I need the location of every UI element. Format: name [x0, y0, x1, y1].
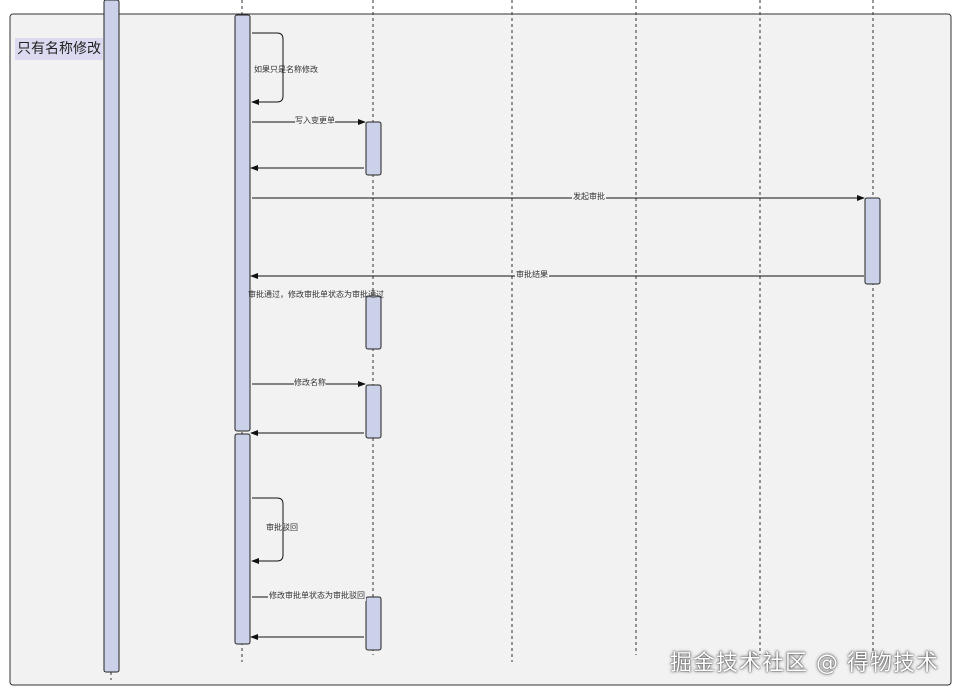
message-label-approval-rejected: 审批驳回 [266, 523, 298, 532]
activation-actor-3-b [365, 295, 382, 350]
message-label-self-check: 如果只是名称修改 [254, 65, 318, 74]
activations [103, 0, 881, 673]
alt-frame [9, 13, 952, 686]
activation-actor-2-b [234, 433, 251, 645]
activation-actor-3-d [365, 596, 382, 651]
message-label-start-approval: 发起审批 [572, 192, 606, 202]
activation-actor-1 [103, 0, 120, 673]
activation-actor-3-a [365, 121, 382, 176]
watermark: 掘金技术社区 @ 得物技术 [670, 651, 939, 676]
message-label-approval-result: 审批结果 [515, 270, 549, 280]
self-loop-2 [251, 497, 284, 564]
message-label-set-rejected: 修改审批单状态为审批驳回 [268, 591, 366, 601]
message-label-write-change: 写入变更单 [295, 116, 335, 126]
message-arrows [250, 32, 865, 640]
self-loop-1 [251, 32, 284, 105]
activation-actor-3-c [365, 384, 382, 439]
message-label-modify-name: 修改名称 [294, 378, 326, 388]
activation-actor-2-a [234, 14, 251, 432]
message-label-approved-update: 审批通过，修改审批单状态为审批通过 [248, 290, 384, 299]
frame-label: 只有名称修改 [15, 38, 103, 60]
activation-actor-7 [864, 197, 881, 285]
